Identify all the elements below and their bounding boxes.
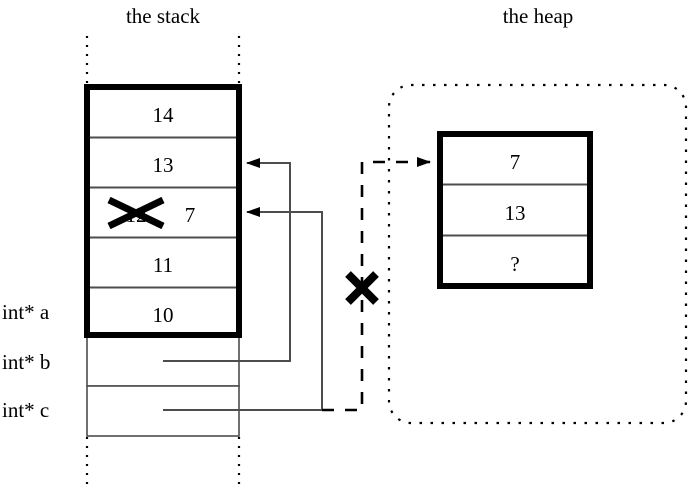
stack-pointer-cells-outline [86,335,240,437]
stack-cell-value-2-struck: 12 [125,203,147,227]
stack-cell-value-1: 13 [152,153,174,177]
stack-frame-box [84,84,242,338]
stack-var-label-a: int* a [2,300,50,324]
heap-cell-value-2: ? [510,252,520,276]
stack-var-label-c: int* c [2,398,50,422]
heap-cell-value-0: 7 [509,150,521,174]
stack-var-label-b: int* b [2,350,51,374]
stack-title: the stack [125,4,201,28]
stack-cell-value-3: 11 [152,253,174,277]
pointer-c-old-connector [163,207,323,411]
heap-block-box [437,131,593,289]
struck-value-x-mark [107,196,165,230]
pointer-b-connector [163,158,291,362]
stack-cell-value-4: 10 [152,303,174,327]
stack-cell-value-0: 14 [152,103,174,127]
heap-cell-value-1: 13 [504,201,526,225]
dangling-heap-pointer-connector [322,157,431,412]
stack-cell-value-2-replacement: 7 [184,203,196,227]
invalid-pointer-x-mark [345,271,379,305]
heap-title: the heap [502,4,574,28]
